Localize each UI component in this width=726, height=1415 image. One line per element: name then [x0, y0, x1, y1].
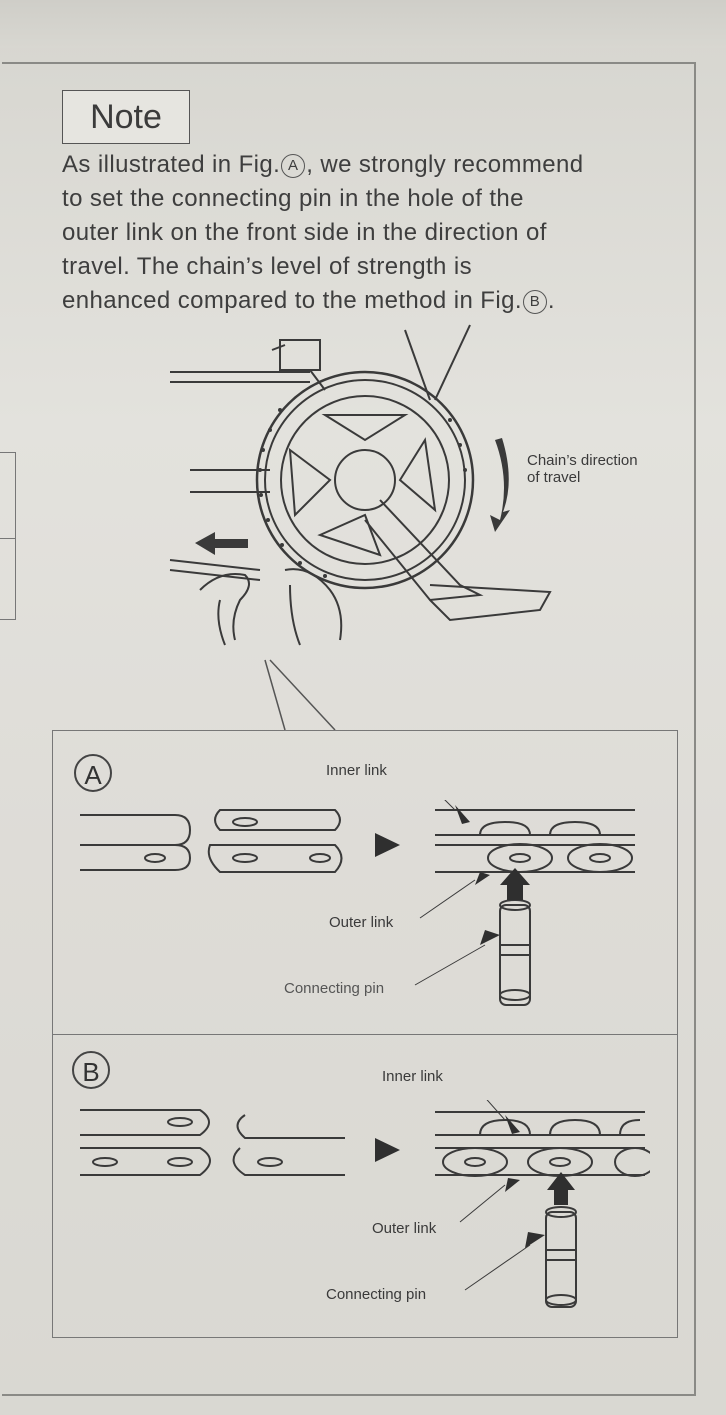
fig-b-chain-drawing: [80, 1100, 650, 1308]
fig-a-reference: A: [281, 154, 306, 178]
chain-direction-label-line-2: of travel: [527, 469, 581, 486]
note-line-5-start: enhanced compared to the method in Fig.: [62, 287, 522, 314]
note-line-2: to set the connecting pin in the hole of…: [62, 185, 524, 212]
note-paragraph: As illustrated in Fig.A, we strongly rec…: [62, 148, 692, 318]
note-line-1-end: , we strongly recommend: [306, 151, 584, 178]
note-line-4: travel. The chain’s level of strength is: [62, 253, 472, 280]
left-edge-table: [0, 452, 16, 620]
fig-b-reference: B: [522, 290, 547, 314]
fig-b-badge: B: [72, 1051, 110, 1089]
chain-direction-label-line-1: Chain’s direction: [527, 452, 638, 469]
fig-a-connecting-pin-label: Connecting pin: [284, 980, 385, 997]
fig-b-outer-link-label: Outer link: [372, 1220, 437, 1237]
fig-b-connecting-pin-label: Connecting pin: [326, 1286, 427, 1303]
note-line-3: outer link on the front side in the dire…: [62, 219, 547, 246]
note-line-1: As illustrated in Fig.A, we strongly rec…: [62, 148, 692, 182]
note-heading: Note: [62, 90, 190, 144]
note-line-5-end: .: [547, 287, 555, 314]
callout-lines: [264, 659, 336, 731]
bleed-through-header: [0, 0, 726, 48]
note-line-1-start: As illustrated in Fig.: [62, 151, 281, 178]
figure-panel-divider: [52, 1034, 678, 1035]
left-edge-table-divider: [0, 538, 16, 539]
fig-a-chain-drawing: [80, 800, 635, 1006]
fig-a-badge: A: [74, 754, 112, 792]
chain-direction-label: Chain’s direction of travel: [527, 452, 638, 486]
fig-b-inner-link-label: Inner link: [382, 1068, 443, 1085]
chainring-illustration: [169, 324, 552, 646]
page-frame: [2, 62, 696, 1396]
note-line-5: enhanced compared to the method in Fig.B…: [62, 284, 692, 318]
fig-a-inner-link-label: Inner link: [326, 762, 387, 779]
fig-a-outer-link-label: Outer link: [329, 914, 394, 931]
